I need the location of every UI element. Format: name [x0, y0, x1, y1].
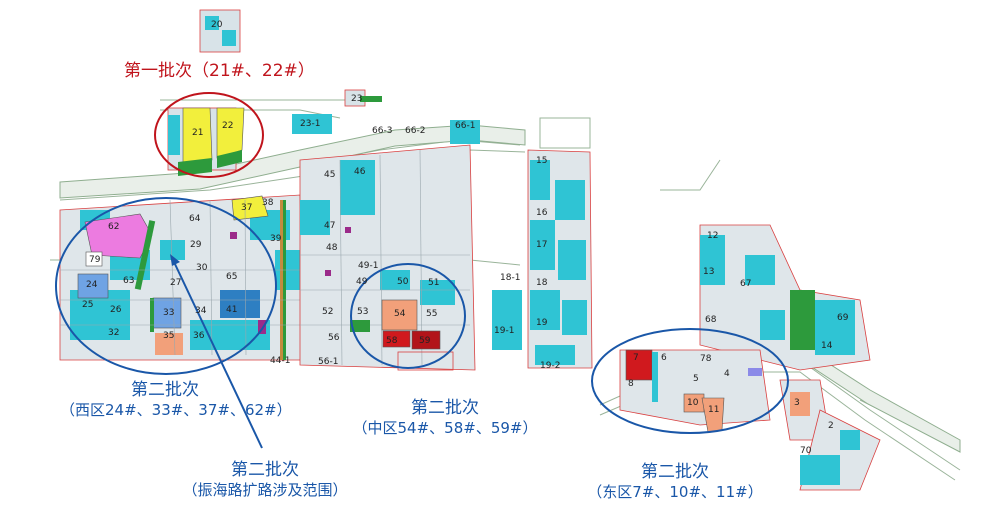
- lot-labels: 20 21 22 23 23-1 66-1 66-2 66-3 15 16 17…: [82, 20, 849, 456]
- east-batch-label: 第二批次 （东区7#、10#、11#）: [575, 462, 775, 502]
- lot-22: 22: [222, 121, 233, 131]
- lot-3: 3: [794, 398, 800, 408]
- central-strip: [492, 149, 593, 369]
- lot-10: 10: [687, 398, 699, 408]
- road-batch-detail: （振海路扩路涉及范围）: [182, 481, 348, 500]
- first-batch-lots: [167, 107, 245, 176]
- road-batch-title: 第二批次: [231, 460, 299, 480]
- west-batch-detail: （西区24#、33#、37#、62#）: [60, 401, 292, 420]
- lot-56-1: 56-1: [318, 357, 338, 367]
- lot-19-2: 19-2: [540, 361, 560, 371]
- lot-67: 67: [740, 279, 751, 289]
- lot-58: 58: [386, 336, 398, 346]
- lot-66-1: 66-1: [455, 121, 475, 131]
- middle-batch-label: 第二批次 （中区54#、58#、59#）: [345, 398, 545, 438]
- lot-27: 27: [170, 278, 181, 288]
- lot-37: 37: [241, 203, 252, 213]
- lot-78: 78: [700, 354, 712, 364]
- lot-7: 7: [633, 353, 639, 363]
- lot-65: 65: [226, 272, 237, 282]
- lot-48: 48: [326, 243, 338, 253]
- lot-19: 19: [536, 318, 548, 328]
- west-batch-ellipse: [55, 197, 277, 375]
- east-batch-title: 第二批次: [641, 462, 709, 482]
- lot-45: 45: [324, 170, 335, 180]
- lot-12: 12: [707, 231, 718, 241]
- lot-63: 63: [123, 276, 134, 286]
- middle-batch-detail: （中区54#、58#、59#）: [352, 419, 538, 438]
- lot-70: 70: [800, 446, 812, 456]
- lot-19-1: 19-1: [494, 326, 514, 336]
- lot-49: 49: [356, 277, 368, 287]
- lot-29: 29: [190, 240, 202, 250]
- lot-23: 23: [351, 94, 362, 104]
- north-parcels: [199, 9, 591, 149]
- west-district: [59, 194, 306, 361]
- lot-36: 36: [193, 331, 205, 341]
- lot-11: 11: [708, 405, 719, 415]
- lot-13: 13: [703, 267, 714, 277]
- lot-50: 50: [397, 277, 409, 287]
- batch-ellipses: [55, 92, 789, 434]
- lot-21: 21: [192, 128, 203, 138]
- lot-34: 34: [195, 306, 207, 316]
- lot-16: 16: [536, 208, 548, 218]
- lot-38: 38: [262, 198, 274, 208]
- lot-52: 52: [322, 307, 333, 317]
- first-batch-ellipse: [154, 92, 264, 178]
- lot-33: 33: [163, 308, 174, 318]
- east-batch-detail: （东区7#、10#、11#）: [587, 483, 763, 502]
- lot-32: 32: [108, 328, 119, 338]
- lot-68: 68: [705, 315, 717, 325]
- lot-15: 15: [536, 156, 547, 166]
- lot-59: 59: [419, 336, 431, 346]
- middle-batch-title: 第二批次: [411, 398, 479, 418]
- lot-54: 54: [394, 309, 406, 319]
- east-batch-ellipse: [591, 328, 789, 434]
- lot-2: 2: [828, 421, 834, 431]
- middle-district: [299, 144, 476, 371]
- first-batch-title: 第一批次（21#、22#）: [124, 61, 315, 81]
- lot-24: 24: [86, 280, 98, 290]
- lot-56: 56: [328, 333, 340, 343]
- west-batch-label: 第二批次 （西区24#、33#、37#、62#）: [60, 380, 292, 420]
- lot-41: 41: [226, 305, 237, 315]
- road-arrow: [170, 254, 263, 449]
- road-batch-label: 第二批次 （振海路扩路涉及范围）: [155, 460, 375, 500]
- lot-18-1: 18-1: [500, 273, 520, 283]
- lot-14: 14: [821, 341, 833, 351]
- lot-17: 17: [536, 240, 547, 250]
- lot-6: 6: [661, 353, 667, 363]
- lot-18: 18: [536, 278, 548, 288]
- west-batch-title: 第二批次: [131, 380, 199, 400]
- lot-66-2: 66-2: [405, 126, 425, 136]
- lot-8: 8: [628, 379, 634, 389]
- lot-46: 46: [354, 167, 366, 177]
- lot-35: 35: [163, 331, 174, 341]
- lot-30: 30: [196, 263, 208, 273]
- lot-64: 64: [189, 214, 201, 224]
- lot-39: 39: [270, 234, 282, 244]
- lot-55: 55: [426, 309, 437, 319]
- lot-66-3: 66-3: [372, 126, 392, 136]
- lot-26: 26: [110, 305, 122, 315]
- lot-47: 47: [324, 221, 335, 231]
- lot-5: 5: [693, 374, 699, 384]
- lot-49-1: 49-1: [358, 261, 378, 271]
- east-district: [619, 224, 881, 491]
- lot-4: 4: [724, 369, 730, 379]
- lot-44-1: 44-1: [270, 356, 290, 366]
- lot-23-1: 23-1: [300, 119, 320, 129]
- lot-20: 20: [211, 20, 223, 30]
- lot-62: 62: [108, 222, 119, 232]
- lot-79: 79: [89, 255, 101, 265]
- lot-53: 53: [357, 307, 368, 317]
- lot-51: 51: [428, 278, 439, 288]
- lot-69: 69: [837, 313, 849, 323]
- middle-batch-ellipse: [350, 263, 466, 369]
- lot-25: 25: [82, 300, 93, 310]
